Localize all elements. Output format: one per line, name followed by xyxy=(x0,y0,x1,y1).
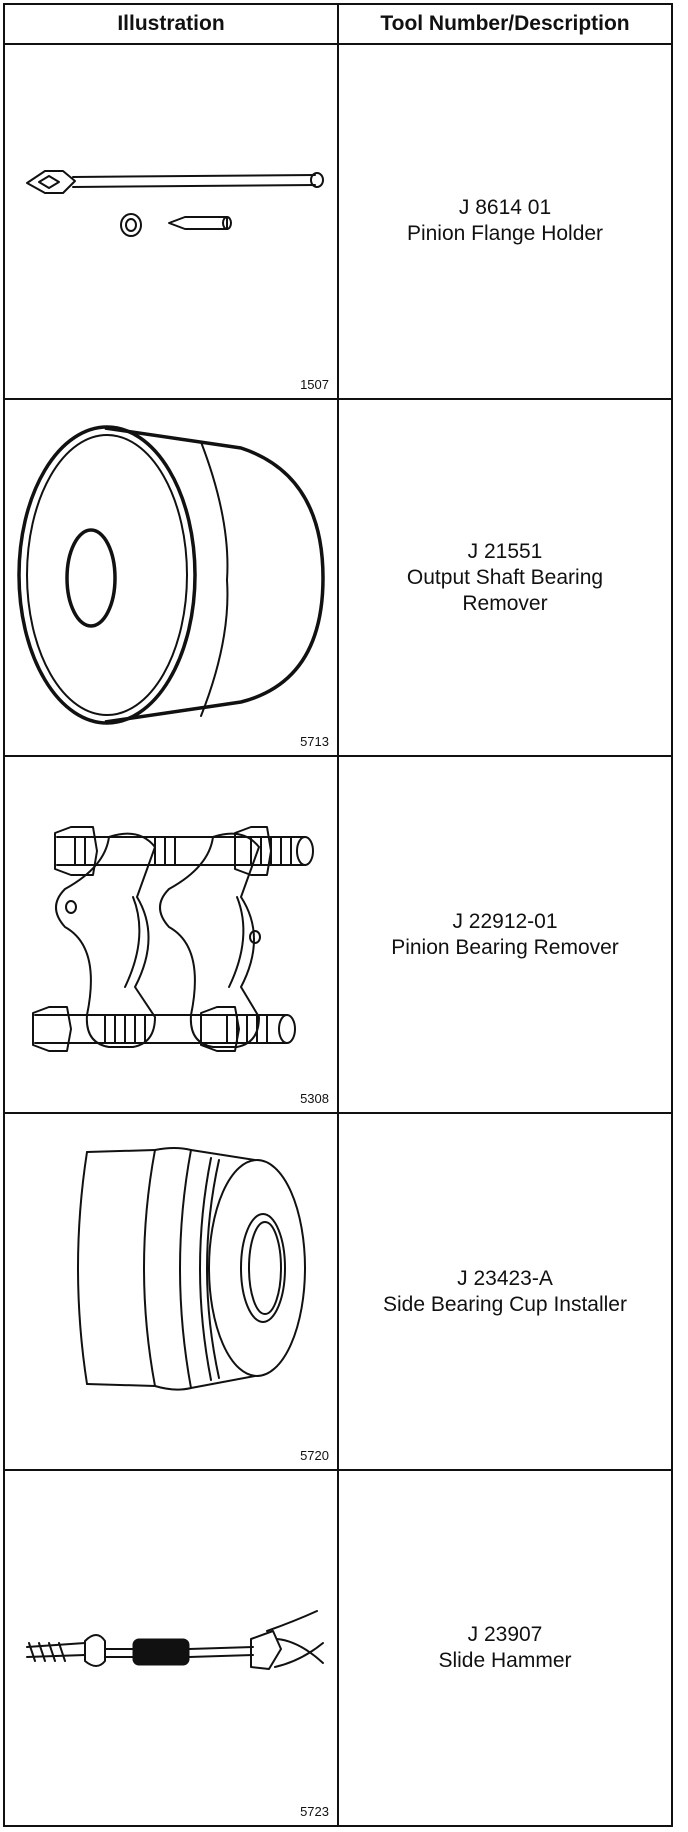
figure-number: 5720 xyxy=(300,1448,329,1463)
tool-number: J 23423-A xyxy=(457,1266,553,1290)
table-row: 5713 J 21551 Output Shaft Bearing Remove… xyxy=(5,400,671,757)
tool-number: J 22912-01 xyxy=(452,909,558,933)
header-illustration: Illustration xyxy=(117,12,225,35)
figure-number: 5713 xyxy=(300,734,329,749)
tool-description-cell: J 22912-01 Pinion Bearing Remover xyxy=(339,757,671,1112)
header-tool-description: Tool Number/Description xyxy=(380,12,630,35)
figure-number: 5308 xyxy=(300,1091,329,1106)
tool-description-cell: J 8614 01 Pinion Flange Holder xyxy=(339,43,671,398)
figure-number: 5723 xyxy=(300,1804,329,1819)
tool-description-cell: J 21551 Output Shaft Bearing Remover xyxy=(339,400,671,755)
tool-name: Slide Hammer xyxy=(438,1649,572,1672)
column-divider xyxy=(337,5,339,1825)
table-row: 5720 J 23423-A Side Bearing Cup Installe… xyxy=(5,1114,671,1471)
tool-name: Side Bearing Cup Installer xyxy=(383,1292,627,1316)
tool-number: J 23907 xyxy=(467,1623,543,1646)
tool-table: Illustration Tool Number/Description 150… xyxy=(3,3,673,1827)
table-row: 5723 J 23907 Slide Hammer xyxy=(5,1471,671,1825)
side-bearing-cup-installer-drawing xyxy=(77,1147,306,1391)
figure-number: 1507 xyxy=(300,377,329,392)
illustration-cell: 5723 xyxy=(5,1471,337,1825)
tool-description-cell: J 23907 Slide Hammer xyxy=(339,1471,671,1825)
tool-name-line: Remover xyxy=(462,591,548,615)
illustration-cell: 5720 xyxy=(5,1114,337,1469)
illustration-cell: 5713 xyxy=(5,400,337,755)
table-row: 5308 J 22912-01 Pinion Bearing Remover xyxy=(5,757,671,1114)
tool-number: J 8614 01 xyxy=(458,195,552,219)
tool-number: J 21551 xyxy=(467,539,543,563)
pinion-flange-holder-drawing xyxy=(26,170,324,237)
tool-name: Pinion Flange Holder xyxy=(406,221,604,245)
illustration-cell: 5308 xyxy=(5,757,337,1112)
pinion-bearing-remover-drawing xyxy=(32,826,314,1052)
tool-name: Pinion Bearing Remover xyxy=(391,935,619,959)
illustration-cell: 1507 xyxy=(5,43,337,398)
slide-hammer-drawing xyxy=(26,1610,324,1670)
output-shaft-bearing-remover-drawing xyxy=(17,425,325,725)
tool-name-line: Output Shaft Bearing xyxy=(406,565,604,589)
table-row: 1507 J 8614 01 Pinion Flange Holder xyxy=(5,43,671,400)
tool-description-cell: J 23423-A Side Bearing Cup Installer xyxy=(339,1114,671,1469)
